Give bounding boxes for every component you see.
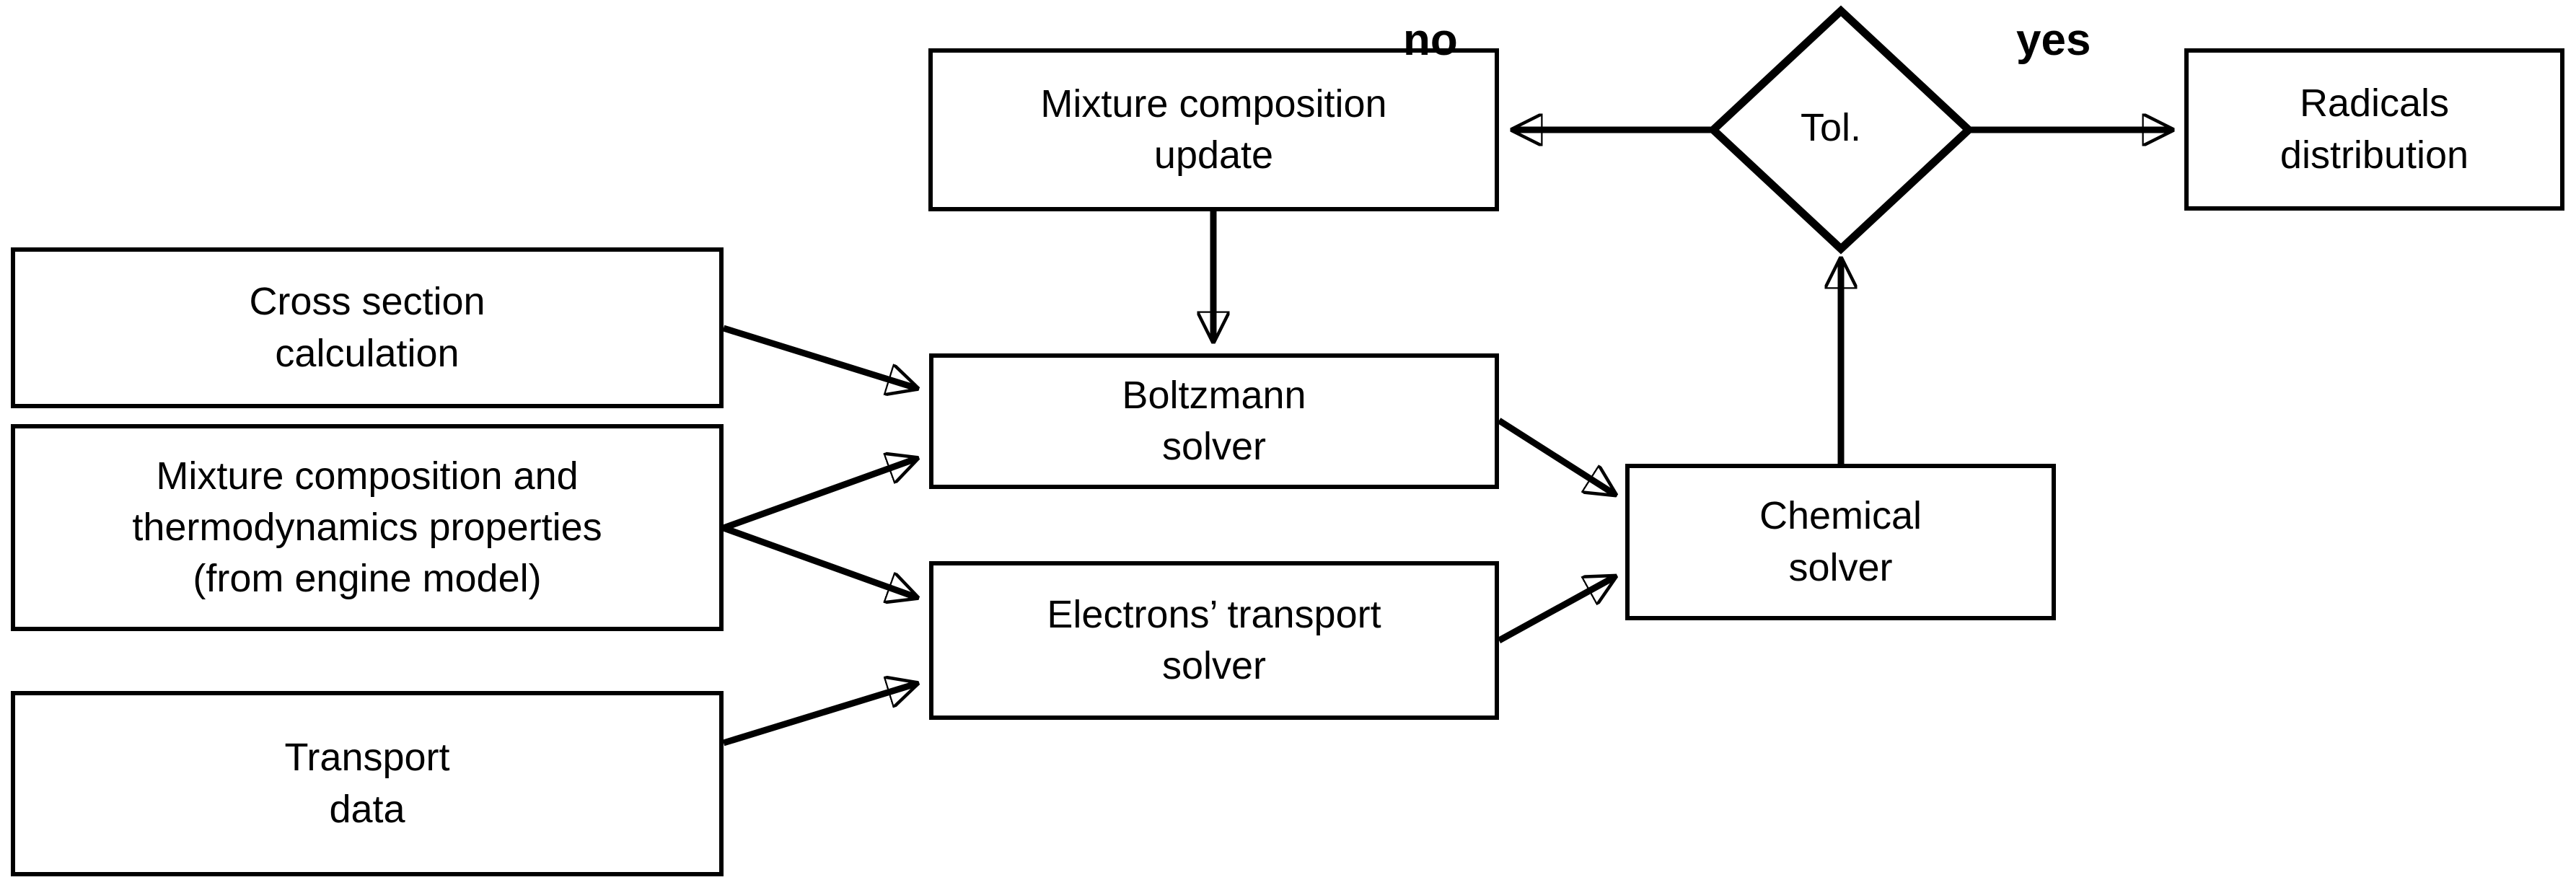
node-radicals-distribution[interactable]: Radicals distribution [2184, 48, 2564, 211]
edge-mixture-thermo-to-boltzmann [722, 459, 916, 532]
edge-electrons-to-chemical [1497, 577, 1614, 643]
node-mixture-composition-update[interactable]: Mixture composition update [928, 48, 1499, 211]
node-cross-section-calculation[interactable]: Cross section calculation [11, 247, 724, 408]
node-mixture-thermo-properties[interactable]: Mixture composition and thermodynamics p… [11, 424, 724, 631]
node-boltzmann-solver[interactable]: Boltzmann solver [929, 353, 1499, 489]
node-electrons-transport-solver[interactable]: Electrons’ transport solver [929, 561, 1499, 720]
node-transport-data[interactable]: Transport data [11, 691, 724, 876]
edge-boltzmann-to-chemical [1497, 418, 1614, 494]
node-tolerance-decision-label[interactable]: Tol. [1801, 106, 1862, 149]
edge-label-no: no [1403, 15, 1458, 65]
edge-label-yes: yes [2016, 15, 2091, 65]
edge-transport-data-to-electrons [722, 684, 916, 747]
tolerance-diamond-shape [1707, 5, 1975, 255]
edge-cross-section-to-boltzmann [722, 325, 916, 388]
edge-mixture-thermo-to-electrons [722, 524, 916, 597]
node-chemical-solver[interactable]: Chemical solver [1625, 464, 2056, 620]
